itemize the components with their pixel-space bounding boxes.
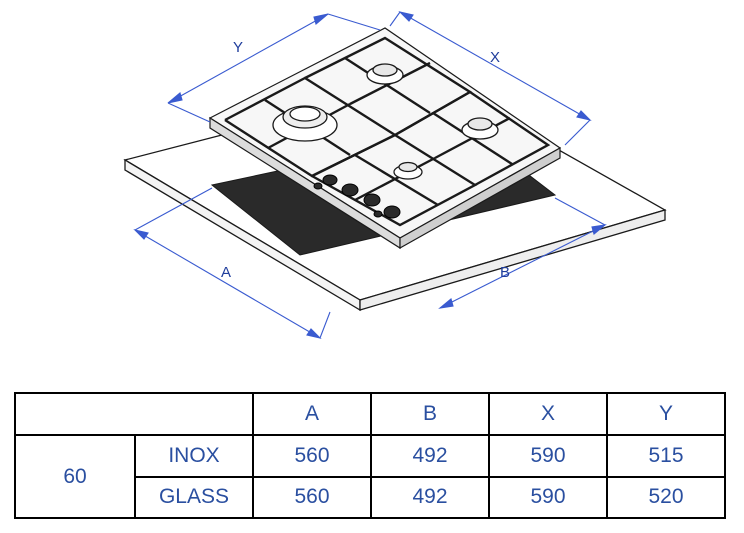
value-cell: 492 xyxy=(370,434,490,478)
dimension-b xyxy=(438,197,607,309)
burner-small-front xyxy=(393,161,423,180)
dimension-x xyxy=(389,11,592,146)
table-row: GLASS 560 492 590 520 xyxy=(15,475,726,520)
knob-2 xyxy=(341,183,359,197)
size-cell: 60 xyxy=(14,434,136,519)
knob-6 xyxy=(373,210,383,218)
dimension-b-label: B xyxy=(500,264,510,281)
value-cell: 520 xyxy=(606,475,726,520)
control-knobs xyxy=(313,174,401,219)
material-cell-glass: GLASS xyxy=(134,475,254,520)
dimension-y-label: Y xyxy=(233,39,243,56)
knob-3 xyxy=(363,193,381,207)
dimension-a xyxy=(133,187,331,339)
value-cell: 560 xyxy=(252,475,372,520)
burner-medium-rear xyxy=(366,63,404,85)
burner-large xyxy=(272,105,338,142)
dimensions-table: A B X Y 60 INOX 560 492 590 515 GLASS 56… xyxy=(14,391,726,520)
burner-medium-right xyxy=(461,117,499,140)
value-cell: 515 xyxy=(606,434,726,478)
dimension-a-label: A xyxy=(221,264,231,281)
value-cell: 590 xyxy=(488,475,608,520)
column-header-a: A xyxy=(252,391,372,437)
dimension-y xyxy=(167,13,381,123)
value-cell: 560 xyxy=(252,434,372,478)
knob-1 xyxy=(322,174,338,186)
table-row: 60 INOX 560 492 590 515 xyxy=(14,434,726,519)
value-cell: 492 xyxy=(370,475,490,520)
column-header-b: B xyxy=(370,391,490,437)
hob-dimension-drawing: Y X A B xyxy=(123,11,667,339)
knob-4 xyxy=(383,205,401,219)
dimension-x-label: X xyxy=(490,49,500,66)
knob-5 xyxy=(313,182,323,190)
material-cell-inox: INOX xyxy=(134,434,254,478)
table-header-blank xyxy=(14,391,254,437)
table-header-row: A B X Y xyxy=(14,391,726,437)
column-header-y: Y xyxy=(606,391,726,437)
column-header-x: X xyxy=(488,391,608,437)
value-cell: 590 xyxy=(488,434,608,478)
